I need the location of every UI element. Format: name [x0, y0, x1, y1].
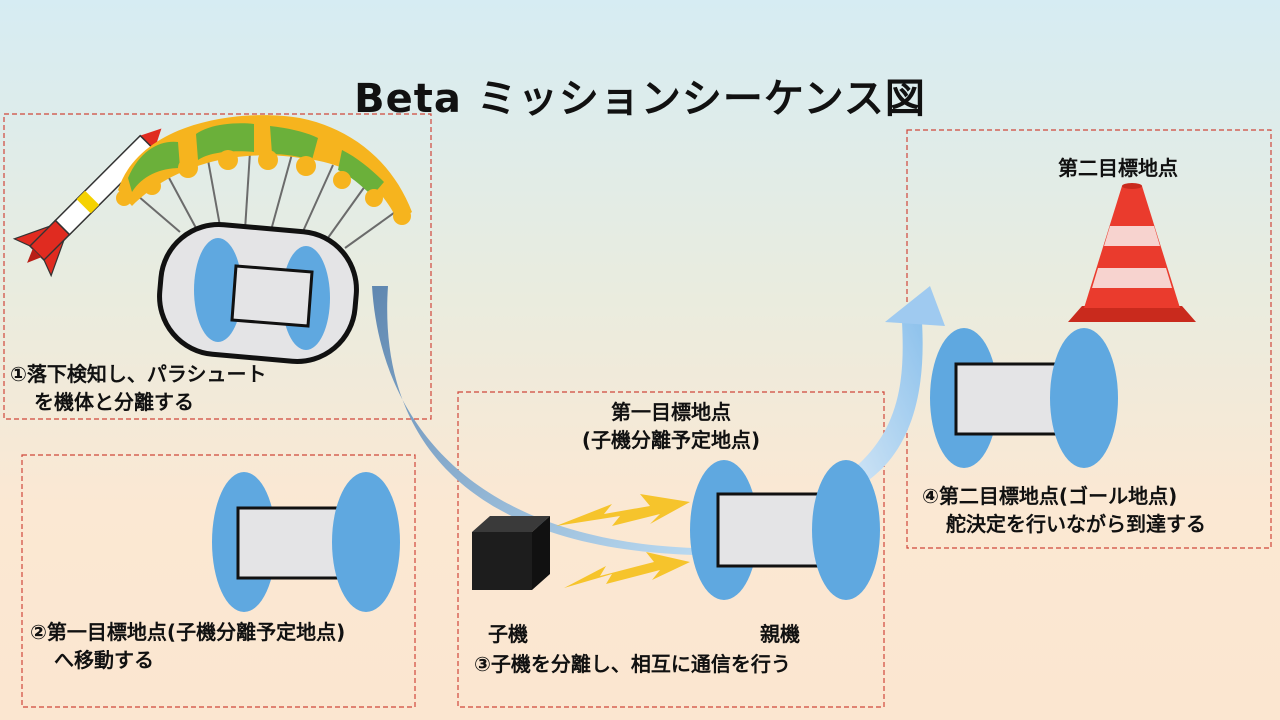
second-target-label: 第二目標地点 — [1058, 156, 1178, 180]
lightning-icon — [556, 494, 690, 588]
trajectory-arrow-icon — [852, 286, 945, 482]
step4-line2: 舵決定を行いながら到達する — [946, 512, 1206, 536]
step4-line1: ④第二目標地点(ゴール地点) — [922, 484, 1178, 508]
step2-line1: ②第一目標地点(子機分離予定地点) — [30, 620, 346, 644]
first-target-label: 第一目標地点 (子機分離予定地点) — [566, 398, 776, 454]
rover-icon — [690, 460, 880, 600]
rover-icon — [212, 472, 400, 612]
rocket-icon — [12, 128, 162, 278]
step1-text: ①落下検知し、パラシュート を機体と分離する — [10, 360, 267, 416]
step3-box — [457, 391, 885, 708]
step4-text: ④第二目標地点(ゴール地点) 舵決定を行いながら到達する — [922, 482, 1206, 538]
rover-icon — [157, 222, 359, 364]
rover-icon — [930, 328, 1118, 468]
traffic-cone-icon — [1068, 183, 1196, 322]
step1-line1: ①落下検知し、パラシュート — [10, 362, 267, 386]
parachute-icon — [116, 115, 412, 249]
first-target-line1: 第一目標地点 — [611, 400, 731, 424]
parent-unit-label: 親機 — [760, 622, 800, 646]
step2-line2: へ移動する — [54, 648, 154, 672]
step3-text: ③子機を分離し、相互に通信を行う — [474, 652, 791, 676]
page-title: Beta ミッションシーケンス図 — [354, 76, 926, 122]
step1-line2: を機体と分離する — [34, 390, 194, 414]
step2-box — [21, 454, 416, 708]
first-target-line2: (子機分離予定地点) — [581, 428, 761, 452]
step2-text: ②第一目標地点(子機分離予定地点) へ移動する — [30, 618, 345, 674]
child-unit-cube-icon — [472, 516, 550, 590]
child-unit-label: 子機 — [488, 622, 528, 646]
step1-box — [3, 113, 432, 420]
